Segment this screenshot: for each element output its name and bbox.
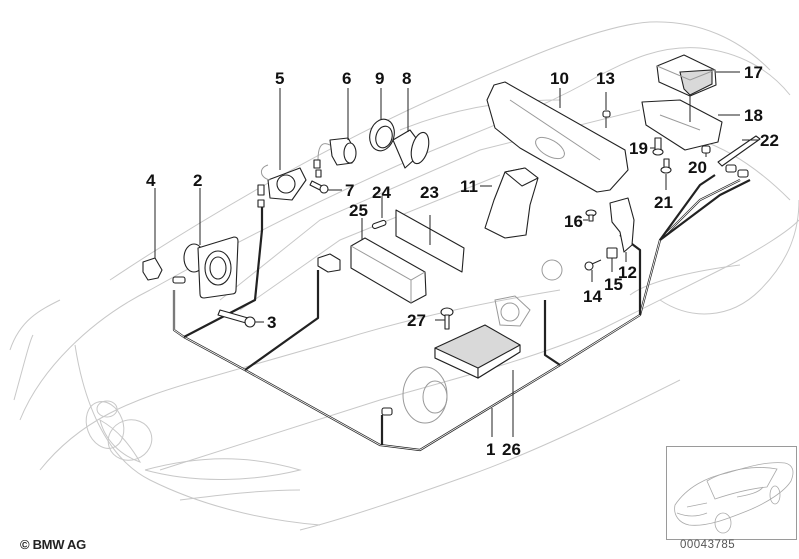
connector-block: [317, 253, 341, 273]
screw-part-3[interactable]: [217, 309, 256, 328]
callout-2[interactable]: 2: [193, 171, 202, 190]
foam-strip-part-22[interactable]: [717, 135, 761, 167]
callout-20[interactable]: 20: [688, 158, 707, 177]
callout-14[interactable]: 14: [583, 287, 602, 306]
tweeter-part-6[interactable]: [313, 137, 357, 178]
callout-24[interactable]: 24: [372, 183, 391, 202]
vehicle-thumbnail[interactable]: [666, 446, 797, 540]
callout-21[interactable]: 21: [654, 193, 673, 212]
leader-lines: [154, 71, 758, 437]
callout-5[interactable]: 5: [275, 69, 284, 88]
screw-part-27[interactable]: [440, 307, 454, 330]
tweeter-part-5[interactable]: [257, 164, 307, 208]
callout-16[interactable]: 16: [564, 212, 583, 231]
installation-frame-part-25[interactable]: [350, 237, 427, 304]
screw-part-19[interactable]: [652, 137, 664, 156]
bracket-part-12[interactable]: [609, 197, 635, 253]
callout-26[interactable]: 26: [502, 440, 521, 459]
document-number: 00043785: [680, 539, 736, 551]
amplifier-bracket-part-18[interactable]: [641, 99, 723, 151]
callout-27[interactable]: 27: [407, 311, 426, 330]
callout-25[interactable]: 25: [349, 201, 368, 220]
pin-part-24[interactable]: [371, 219, 387, 230]
rivet-part-16[interactable]: [585, 209, 597, 222]
copyright-notice: © BMW AG: [20, 537, 86, 552]
callout-7[interactable]: 7: [345, 181, 354, 200]
speaker-housing-part-10[interactable]: [486, 81, 629, 193]
clip-nut-part-4[interactable]: [142, 257, 186, 284]
screw-part-13[interactable]: [602, 110, 611, 128]
screw-part-21[interactable]: [660, 158, 672, 174]
amplifier-part-17[interactable]: [656, 54, 717, 97]
callout-19[interactable]: 19: [629, 139, 648, 158]
connectors: [725, 164, 749, 178]
callout-23[interactable]: 23: [420, 183, 439, 202]
speaker-part-2[interactable]: [183, 236, 239, 299]
callout-1[interactable]: 1: [486, 440, 495, 459]
callout-11[interactable]: 11: [460, 177, 478, 196]
car-thumbnail-icon: [674, 462, 794, 534]
radio-unit-part-26[interactable]: [434, 324, 521, 379]
wiring-harness: [172, 174, 751, 452]
callout-3[interactable]: 3: [267, 313, 276, 332]
callout-13[interactable]: 13: [596, 69, 615, 88]
nut-part-20[interactable]: [701, 145, 711, 154]
ring-nut-part-9[interactable]: [366, 116, 397, 153]
callout-18[interactable]: 18: [744, 106, 763, 125]
callout-8[interactable]: 8: [402, 69, 411, 88]
callout-12[interactable]: 12: [618, 263, 637, 282]
callout-labels: 1 2 3 4 5 6 7 8 9 10 11 12 13 14 15 16 1…: [146, 63, 779, 459]
callout-15[interactable]: 15: [604, 275, 623, 294]
callout-10[interactable]: 10: [550, 69, 569, 88]
screw-part-7[interactable]: [309, 180, 329, 194]
callout-4[interactable]: 4: [146, 171, 156, 190]
duct-part-11[interactable]: [484, 167, 539, 239]
sleeve-part-8[interactable]: [392, 129, 432, 169]
clip-nut-part-15[interactable]: [606, 247, 618, 259]
screw-part-14[interactable]: [584, 259, 602, 271]
callout-6[interactable]: 6: [342, 69, 351, 88]
callout-22[interactable]: 22: [760, 131, 779, 150]
rear-speakers: [381, 259, 563, 424]
callout-17[interactable]: 17: [744, 63, 763, 82]
callout-9[interactable]: 9: [375, 69, 384, 88]
